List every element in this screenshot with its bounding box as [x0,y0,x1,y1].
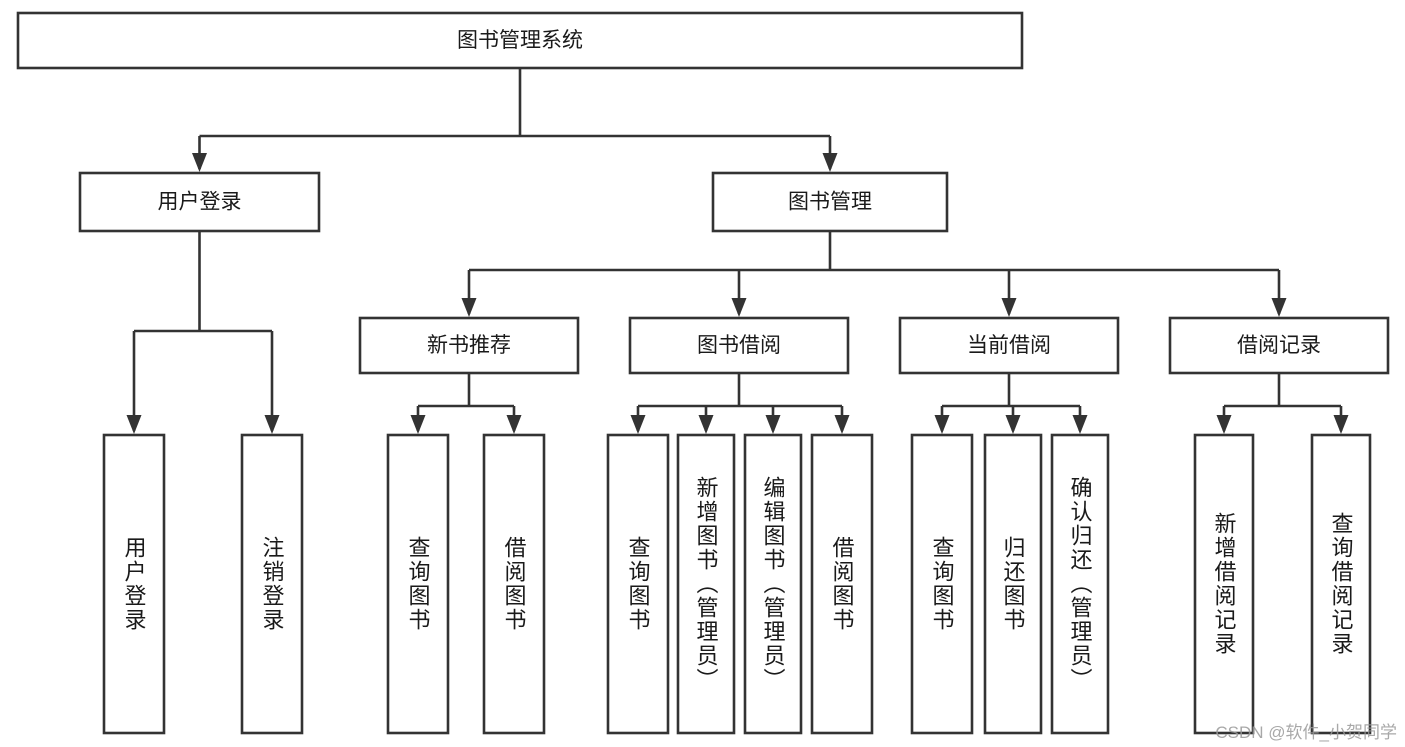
arrow-head-bookmgmt-to-new-book-recommend [461,298,477,317]
node-box-leaf-borrow-book-1[interactable] [482,433,546,735]
connector-layer [126,68,1349,434]
node-box-leaf-query-book-2[interactable] [606,433,670,735]
node-label-book-management: 图书管理 [788,191,872,214]
node-box-leaf-edit-book[interactable] [743,433,803,735]
arrow-head-userlogin-to-leaf-user-login [126,415,142,434]
node-box-leaf-add-borrow-record[interactable] [1193,433,1255,735]
node-label-book-borrow: 图书借阅 [697,334,781,357]
arrow-head-bookmgmt-to-book-borrow [731,298,747,317]
arrow-head-new-book-recommend-to-leaf-query-book-1 [410,415,426,434]
arrow-head-bookmgmt-to-current-borrow [1001,298,1017,317]
node-box-leaf-user-logout[interactable] [240,433,304,735]
arrow-head-root-to-book-management [822,153,838,172]
node-box-new-book-recommend[interactable] [358,316,580,375]
node-box-leaf-add-book[interactable] [676,433,736,735]
arrow-head-current-borrow-to-leaf-return-book [1005,415,1021,434]
node-box-layer [16,11,1390,735]
arrow-head-current-borrow-to-leaf-query-book-3 [934,415,950,434]
node-label-current-borrow: 当前借阅 [967,334,1051,357]
node-box-leaf-return-book[interactable] [983,433,1043,735]
arrow-head-borrow-record-to-leaf-add-borrow-record [1216,415,1232,434]
node-box-leaf-query-book-1[interactable] [386,433,450,735]
node-label-root: 图书管理系统 [457,29,583,52]
node-box-leaf-query-book-3[interactable] [910,433,974,735]
node-box-root[interactable] [16,11,1024,70]
arrow-head-borrow-record-to-leaf-query-borrow-record [1333,415,1349,434]
node-box-leaf-confirm-return[interactable] [1050,433,1110,735]
arrow-head-book-borrow-to-leaf-add-book [698,415,714,434]
node-label-new-book-recommend: 新书推荐 [427,334,511,357]
arrow-head-new-book-recommend-to-leaf-borrow-book-1 [506,415,522,434]
arrow-head-root-to-user-login [192,153,207,172]
arrow-head-userlogin-to-leaf-user-logout [264,415,280,434]
arrow-head-current-borrow-to-leaf-confirm-return [1072,415,1088,434]
node-box-user-login[interactable] [78,171,321,233]
node-box-current-borrow[interactable] [898,316,1120,375]
node-label-borrow-record: 借阅记录 [1237,334,1321,357]
arrow-head-book-borrow-to-leaf-edit-book [765,415,781,434]
arrow-head-book-borrow-to-leaf-borrow-book-2 [834,415,850,434]
node-label-user-login: 用户登录 [158,191,242,214]
node-box-leaf-query-borrow-record[interactable] [1310,433,1372,735]
arrow-head-book-borrow-to-leaf-query-book-2 [630,415,646,434]
watermark-text: CSDN @软件_小贺同学 [1215,723,1397,742]
node-box-leaf-borrow-book-2[interactable] [810,433,874,735]
node-box-leaf-user-login[interactable] [102,433,166,735]
arrow-head-bookmgmt-to-borrow-record [1271,298,1287,317]
